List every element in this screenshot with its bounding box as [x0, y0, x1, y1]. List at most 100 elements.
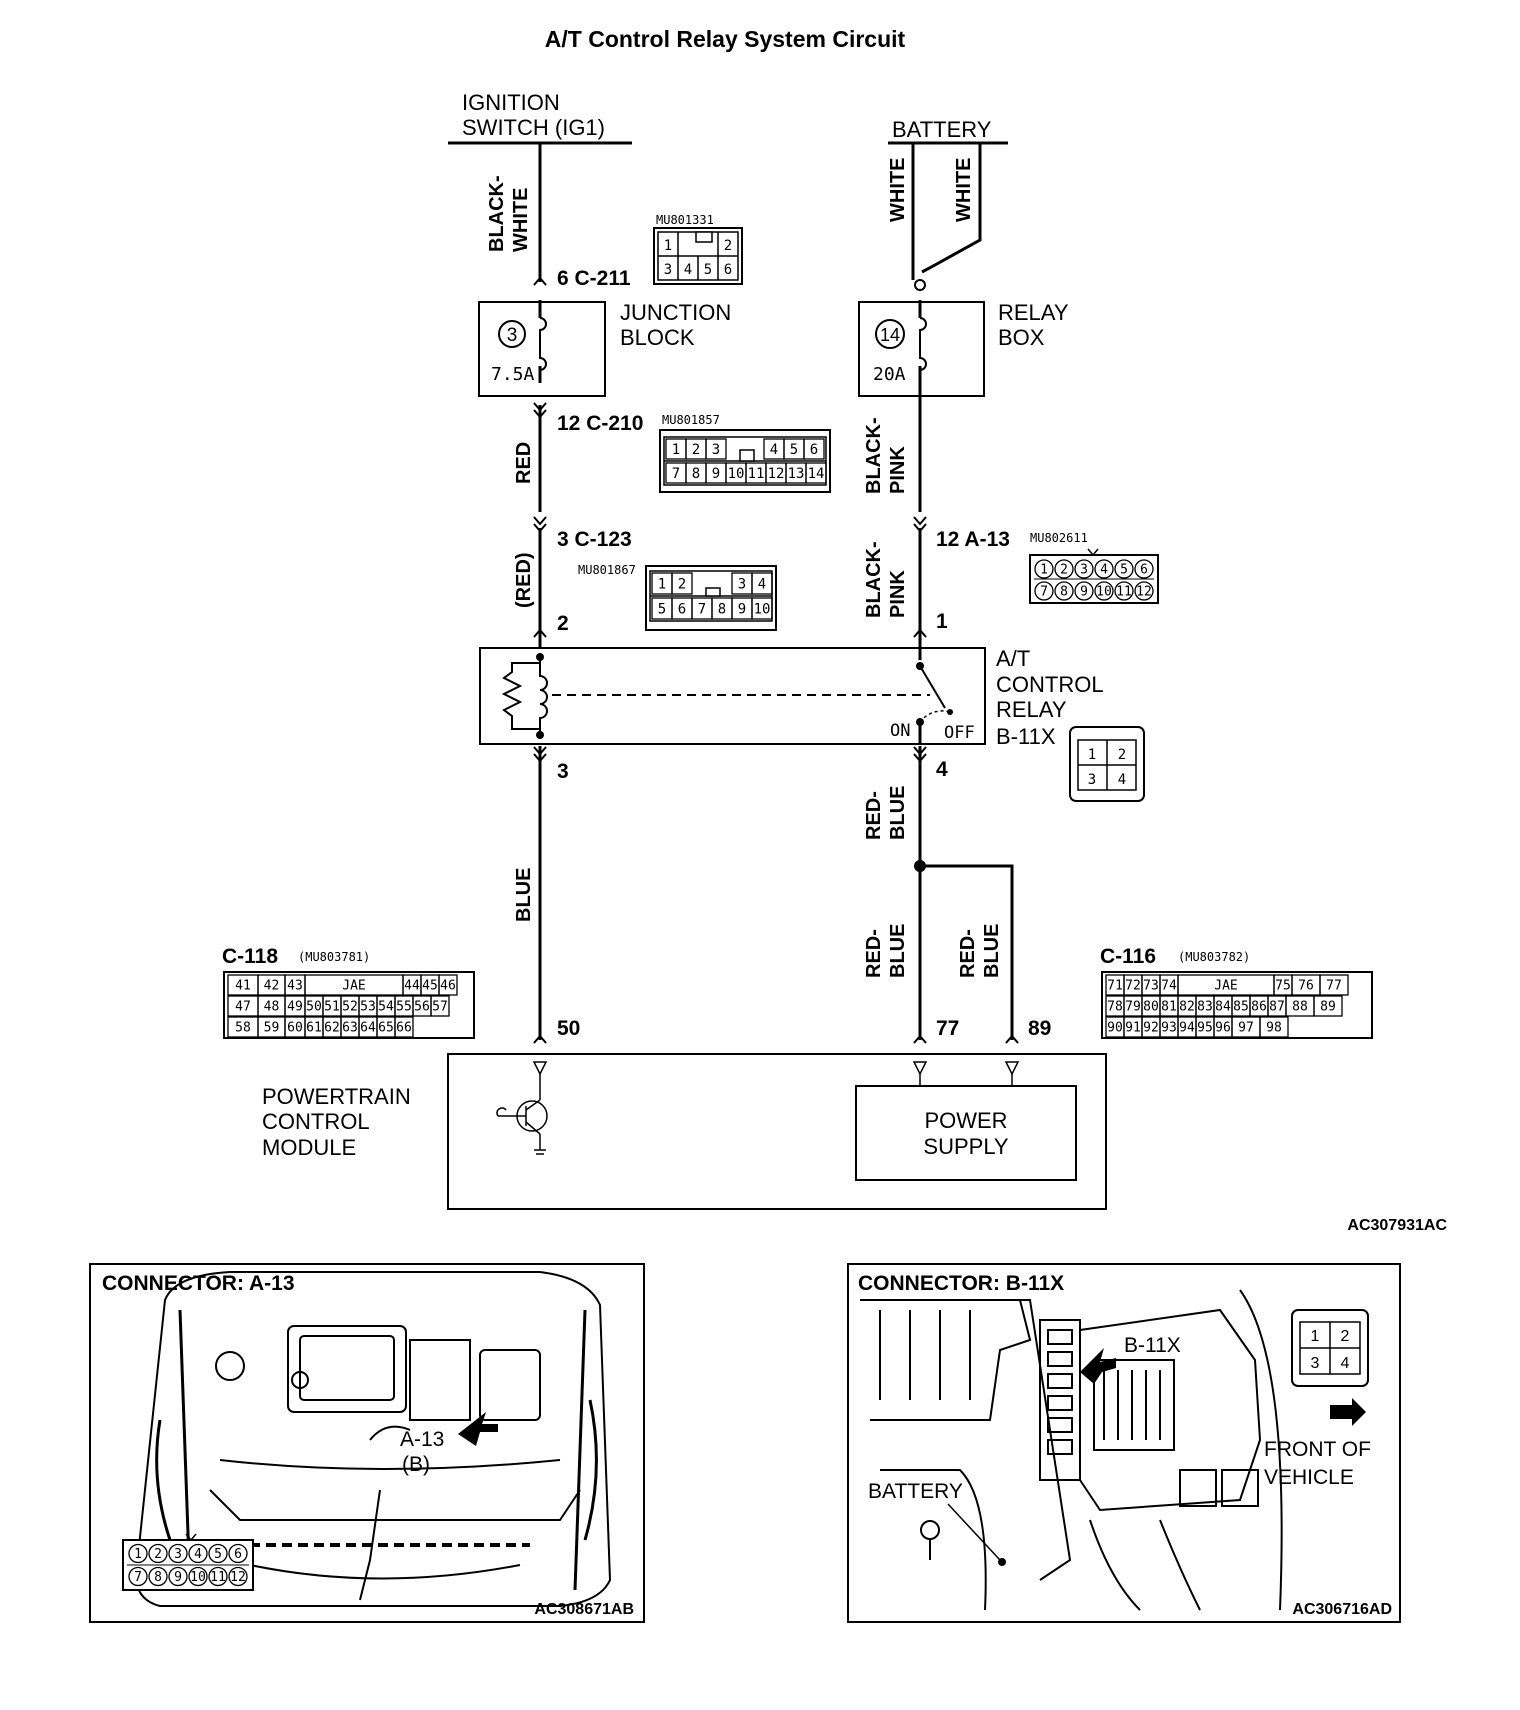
connector-c118-pin-50: 50	[306, 1000, 322, 1015]
connector-c118-pin-54: 54	[378, 1000, 394, 1015]
connector-c118-part: (MU803781)	[298, 950, 370, 964]
connector-c116-part: (MU803782)	[1178, 950, 1250, 964]
panel-b11x-connector-face: 1 2 3 4	[1291, 1309, 1369, 1387]
connector-c123-pin-4: 4	[758, 577, 766, 593]
connector-a13-pin-11-cell	[1114, 581, 1134, 601]
connector-c118-pin-57: 57	[432, 1000, 448, 1015]
connector-a13-pin-5: 5	[1120, 563, 1128, 578]
connector-c123-pin-7: 7	[698, 602, 706, 618]
connector-c118-pin-64: 64	[360, 1021, 376, 1036]
wire-label-black-pink-1b: BLACK-	[863, 541, 885, 618]
panel-a13-pin-10-cell	[188, 1566, 208, 1587]
ignition-label-1: IGNITION	[462, 90, 560, 115]
wire-label-red: RED	[513, 442, 535, 484]
connector-a13-pin-2-cell	[1054, 559, 1074, 579]
connector-c210-pin-6: 6	[810, 442, 818, 458]
connector-a13-pin-4-cell	[1094, 559, 1114, 579]
connector-c116-pin-96: 96	[1215, 1021, 1231, 1036]
relay-switch-arm	[919, 665, 946, 709]
connector-c210-pin-14-cell	[805, 462, 827, 484]
at-control-relay: ON OFF	[479, 647, 986, 745]
connector-c116-pin-83: 83	[1197, 1000, 1213, 1015]
junction-fuse-symbol	[539, 317, 547, 371]
connector-c210-pin-6-cell	[803, 438, 825, 460]
panel-a13-pin-12: 12	[230, 1570, 246, 1585]
connector-c116-pin-78: 78	[1107, 1000, 1123, 1015]
panel-a13-pin-11-cell	[208, 1566, 228, 1587]
diagram-id: AC307931AC	[1347, 1217, 1447, 1234]
connector-a13-pin-10-cell	[1094, 581, 1114, 601]
connector-c210-pin-5: 5	[790, 442, 798, 458]
connector-c118-pin-61: 61	[306, 1021, 322, 1036]
svg-text:4: 4	[1341, 1355, 1350, 1372]
junction-fuse-number: 3	[507, 325, 518, 346]
connector-c116-pin-81: 81	[1161, 1000, 1177, 1015]
connector-c116-pin-94: 94	[1179, 1021, 1195, 1036]
relay-resistor-symbol	[501, 662, 540, 730]
connector-a13-pin-3: 3	[1080, 563, 1088, 578]
svg-text:1: 1	[1311, 1328, 1320, 1345]
panel-a13-pin-3: 3	[174, 1547, 182, 1562]
power-supply-label-1: POWER	[924, 1108, 1007, 1133]
connector-c118-pin-52: 52	[342, 1000, 358, 1015]
connector-c118-pin-62: 62	[324, 1021, 340, 1036]
connector-c210-pin-3-cell	[705, 438, 727, 460]
connector-c116-pin-98: 98	[1266, 1021, 1282, 1036]
junction-block: 3 7.5A	[478, 301, 606, 397]
connector-c210-pin-10: 10	[728, 466, 745, 482]
connector-c211-part: MU801331	[656, 213, 714, 227]
panel-a13-pin-11: 11	[210, 1570, 226, 1585]
relay-off-label: OFF	[944, 723, 975, 743]
connector-a13-pin-8: 8	[1060, 585, 1068, 600]
panel-a13-pin-5-cell	[208, 1543, 228, 1564]
panel-a13-pin-9: 9	[174, 1570, 182, 1585]
wire-label-red-blue-1c: RED-	[957, 929, 979, 978]
connector-c123-pin-10: 10	[754, 602, 771, 618]
connector-c118-pin-44: 44	[404, 979, 420, 994]
svg-text:6: 6	[724, 262, 732, 278]
panel-a13-code: AC308671AB	[534, 1601, 634, 1618]
right-wire	[911, 143, 1014, 1040]
connector-c123-pin-4-cell	[751, 572, 773, 595]
connector-a13-label: 12 A-13	[936, 528, 1010, 551]
connector-a13-pin-5-cell	[1114, 559, 1134, 579]
connector-c210-label: 12 C-210	[557, 412, 643, 435]
connector-a13-pin-10: 10	[1096, 585, 1112, 600]
right-connector-marks	[913, 279, 1019, 1044]
connector-c116-pin-98-cell	[1259, 1016, 1289, 1038]
connector-c123-pin-8: 8	[718, 602, 726, 618]
pin-2-label: 2	[557, 612, 569, 635]
splice-point	[914, 860, 926, 872]
panel-a13-pin-4: 4	[194, 1547, 202, 1562]
svg-text:2: 2	[1341, 1328, 1350, 1345]
junction-label-2: BLOCK	[620, 325, 695, 350]
connector-c116-pin-75: 75	[1275, 979, 1291, 994]
relay-box-fuse-number: 14	[880, 325, 900, 345]
ignition-label-2: SWITCH (IG1)	[462, 115, 605, 140]
panel-a13-callout-1: A-13	[400, 1428, 444, 1451]
pcm-label-2: CONTROL	[262, 1109, 370, 1134]
pin-50-label: 50	[557, 1017, 580, 1040]
connector-a13-pin-4: 4	[1100, 563, 1108, 578]
connector-c210-pin-13: 13	[788, 466, 805, 482]
panel-b11x-heading: CONNECTOR: B-11X	[858, 1272, 1064, 1295]
relay-box-illustration	[860, 1289, 1283, 1611]
panel-a13-pin-2: 2	[154, 1547, 162, 1562]
connector-c118-label: C-118	[222, 945, 278, 968]
powertrain-control-module: POWER SUPPLY	[447, 1053, 1107, 1210]
svg-text:1: 1	[664, 238, 672, 254]
connector-c116-pin-87: 87	[1269, 1000, 1285, 1015]
connector-a13-face	[1029, 548, 1159, 604]
wire-label-white-2: WHITE	[953, 158, 975, 222]
wire-label-black-pink-2a: PINK	[887, 446, 909, 494]
wire-label-black-white-2: WHITE	[510, 188, 532, 252]
front-arrow-icon	[1330, 1398, 1366, 1426]
connector-c211-face: 1 2 3 4 5 6	[653, 227, 743, 285]
connector-a13-pin-12: 12	[1136, 585, 1152, 600]
wire-label-red-blue-2b: BLUE	[887, 924, 909, 978]
connector-c118-pin-66: 66	[396, 1021, 412, 1036]
connector-c116-pin-73: 73	[1143, 979, 1159, 994]
connector-c123-pin-5: 5	[658, 602, 666, 618]
